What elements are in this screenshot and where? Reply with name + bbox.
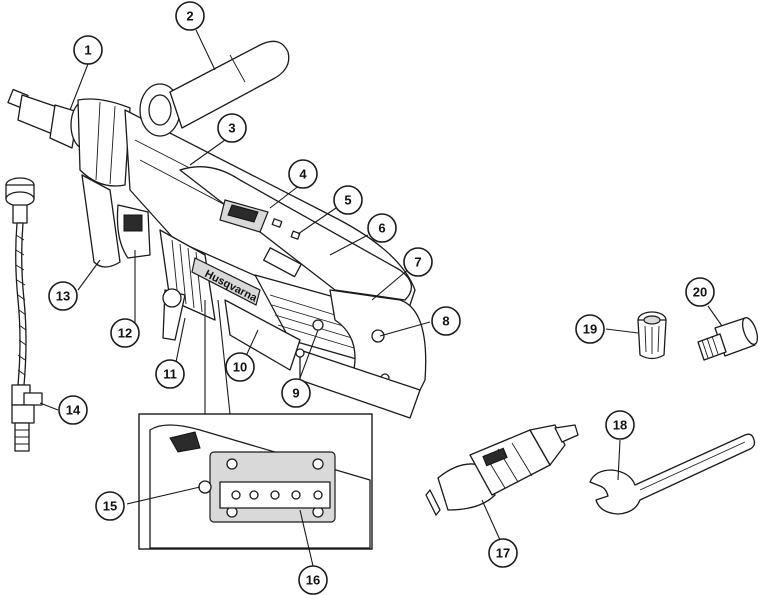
svg-text:3: 3 xyxy=(228,121,235,136)
callout-4: 4 xyxy=(288,159,318,189)
water-hose-assembly xyxy=(5,177,43,452)
svg-text:13: 13 xyxy=(56,289,70,304)
callout-2: 2 xyxy=(175,1,205,31)
fitting-part-19 xyxy=(637,311,667,360)
core-drill-body: Husqvarna xyxy=(7,88,427,419)
svg-text:14: 14 xyxy=(66,403,81,418)
svg-text:18: 18 xyxy=(613,418,627,433)
callout-10: 10 xyxy=(225,352,255,382)
svg-text:2: 2 xyxy=(186,9,193,24)
svg-text:17: 17 xyxy=(496,546,510,561)
svg-text:11: 11 xyxy=(163,367,177,382)
svg-text:9: 9 xyxy=(292,386,299,401)
svg-text:8: 8 xyxy=(442,314,449,329)
connector-part-20 xyxy=(697,317,759,361)
side-handle xyxy=(139,40,290,137)
callout-17: 17 xyxy=(488,538,518,568)
callout-19: 19 xyxy=(575,314,605,344)
callout-18: 18 xyxy=(605,410,635,440)
svg-text:19: 19 xyxy=(583,322,597,337)
svg-text:20: 20 xyxy=(693,285,707,300)
wrench xyxy=(589,433,756,515)
callout-14: 14 xyxy=(58,395,88,425)
callout-15: 15 xyxy=(95,491,125,521)
callout-16: 16 xyxy=(298,565,328,595)
callout-8: 8 xyxy=(431,306,461,336)
callout-6: 6 xyxy=(367,213,397,243)
svg-text:15: 15 xyxy=(103,499,117,514)
leader-lines xyxy=(39,29,723,567)
svg-text:1: 1 xyxy=(84,43,91,58)
callout-9: 9 xyxy=(281,378,311,408)
handheld-tool xyxy=(425,424,579,516)
callout-7: 7 xyxy=(403,247,433,277)
svg-text:7: 7 xyxy=(414,255,421,270)
callout-13: 13 xyxy=(48,281,78,311)
svg-text:4: 4 xyxy=(299,167,307,182)
svg-text:16: 16 xyxy=(306,573,320,588)
svg-text:6: 6 xyxy=(378,221,385,236)
callout-20: 20 xyxy=(685,277,715,307)
svg-text:12: 12 xyxy=(118,326,132,341)
callout-3: 3 xyxy=(217,113,247,143)
svg-text:10: 10 xyxy=(233,360,247,375)
callout-12: 12 xyxy=(110,318,140,348)
callout-5: 5 xyxy=(333,185,363,215)
inset-detail xyxy=(138,299,373,550)
svg-text:5: 5 xyxy=(344,193,351,208)
callout-1: 1 xyxy=(73,35,103,65)
callout-11: 11 xyxy=(155,359,185,389)
